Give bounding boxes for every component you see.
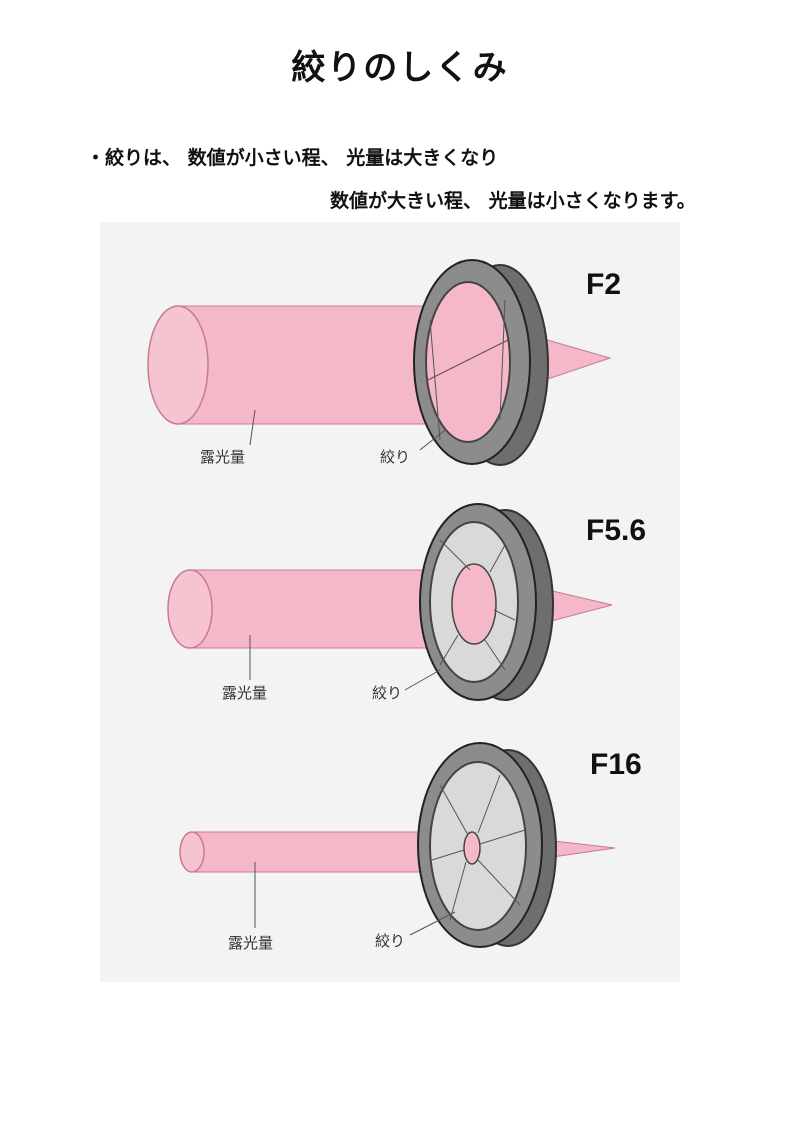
bullet: ・ (86, 147, 106, 169)
beam-end (167, 569, 213, 649)
aperture-label: 絞り (380, 448, 411, 466)
aperture-panel-f16: F16 露光量 絞り (0, 740, 800, 970)
aperture-opening (463, 831, 481, 865)
aperture-diagram-f16 (179, 742, 616, 948)
leader-aperture (409, 911, 456, 936)
beam-end (147, 305, 209, 425)
description-line-2: 数値が大きい程、 光量は小さくなります。 (330, 190, 696, 212)
leader-aperture (419, 429, 446, 451)
page-title: 絞りのしくみ (291, 48, 509, 88)
light-amount-label: 露光量 (200, 448, 246, 466)
light-amount-label: 露光量 (228, 934, 274, 952)
aperture-opening (425, 281, 511, 443)
fnumber-label: F5.6 (586, 514, 647, 547)
aperture-panel-f5-6: F5.6 露光量 絞り (0, 500, 800, 720)
aperture-label: 絞り (372, 684, 403, 702)
description-line-1: ・絞りは、 数値が小さい程、 光量は大きくなり (86, 143, 498, 170)
fnumber-label: F2 (586, 268, 622, 301)
line1-text: 絞りは、 数値が小さい程、 光量は大きくなり (105, 147, 499, 169)
aperture-panel-f2: F2 露光量 絞り (0, 240, 800, 480)
beam-end (179, 831, 205, 873)
aperture-opening (451, 563, 497, 645)
leader-light (249, 409, 256, 446)
aperture-diagram-f2 (147, 259, 612, 466)
fnumber-label: F16 (590, 748, 642, 781)
leader-aperture (404, 669, 441, 691)
aperture-diagram-f5-6 (167, 503, 613, 701)
aperture-label: 絞り (375, 932, 406, 950)
light-amount-label: 露光量 (222, 684, 268, 702)
